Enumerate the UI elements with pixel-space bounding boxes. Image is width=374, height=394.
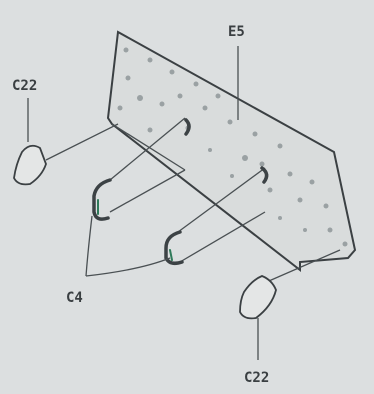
assembly-line-4 — [177, 167, 266, 233]
cap-c22-bottom — [239, 275, 277, 320]
assembly-line-c22-top — [45, 123, 119, 161]
assembly-line-1 — [111, 123, 186, 171]
label-e5: E5 — [228, 24, 245, 40]
label-c22-bottom: C22 — [244, 370, 269, 386]
assembly-line-3 — [109, 169, 186, 213]
plate-e5 — [106, 30, 357, 273]
assembly-line-c22-bottom — [261, 249, 341, 285]
plate-holes — [117, 47, 348, 247]
plate-outline — [106, 30, 357, 273]
leader-c4-b — [85, 257, 171, 277]
label-c4: C4 — [66, 290, 83, 306]
cap-c22-top — [13, 144, 47, 186]
label-c22-top: C22 — [12, 78, 37, 94]
assembly-line-5 — [179, 211, 266, 263]
leader-c4-a — [85, 215, 93, 277]
clip-c4-lower — [164, 166, 269, 266]
clip-c4-upper — [92, 118, 191, 221]
assembly-line-2 — [109, 117, 186, 181]
